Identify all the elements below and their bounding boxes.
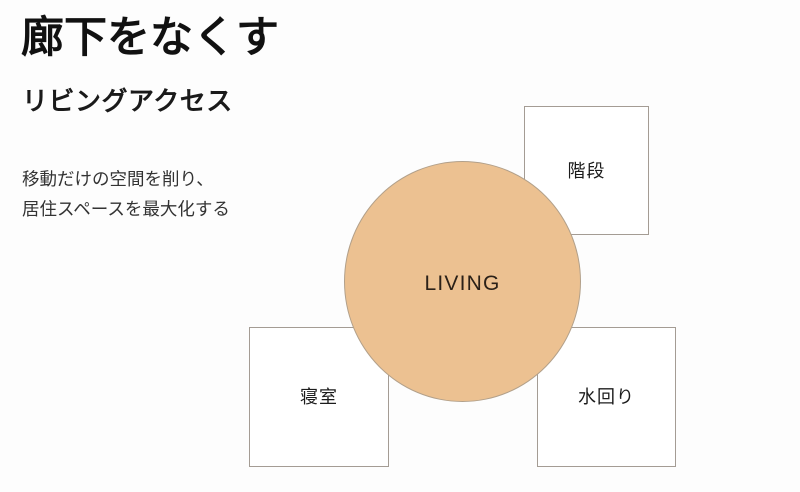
body-copy-line-1: 移動だけの空間を削り、 (22, 169, 214, 189)
living-circle: LIVING (344, 161, 581, 402)
page-title: 廊下をなくす (21, 14, 279, 62)
room-label-bedroom: 寝室 (300, 387, 338, 407)
living-circle-label: LIVING (424, 272, 501, 295)
room-label-water-area: 水回り (578, 387, 635, 407)
body-copy: 移動だけの空間を削り、 居住スペースを最大化する (22, 164, 230, 224)
room-box-water-area: 水回り (537, 327, 676, 467)
page-subtitle: リビングアクセス (22, 86, 233, 116)
body-copy-line-2: 居住スペースを最大化する (22, 199, 230, 219)
room-label-stairs: 階段 (567, 160, 606, 181)
